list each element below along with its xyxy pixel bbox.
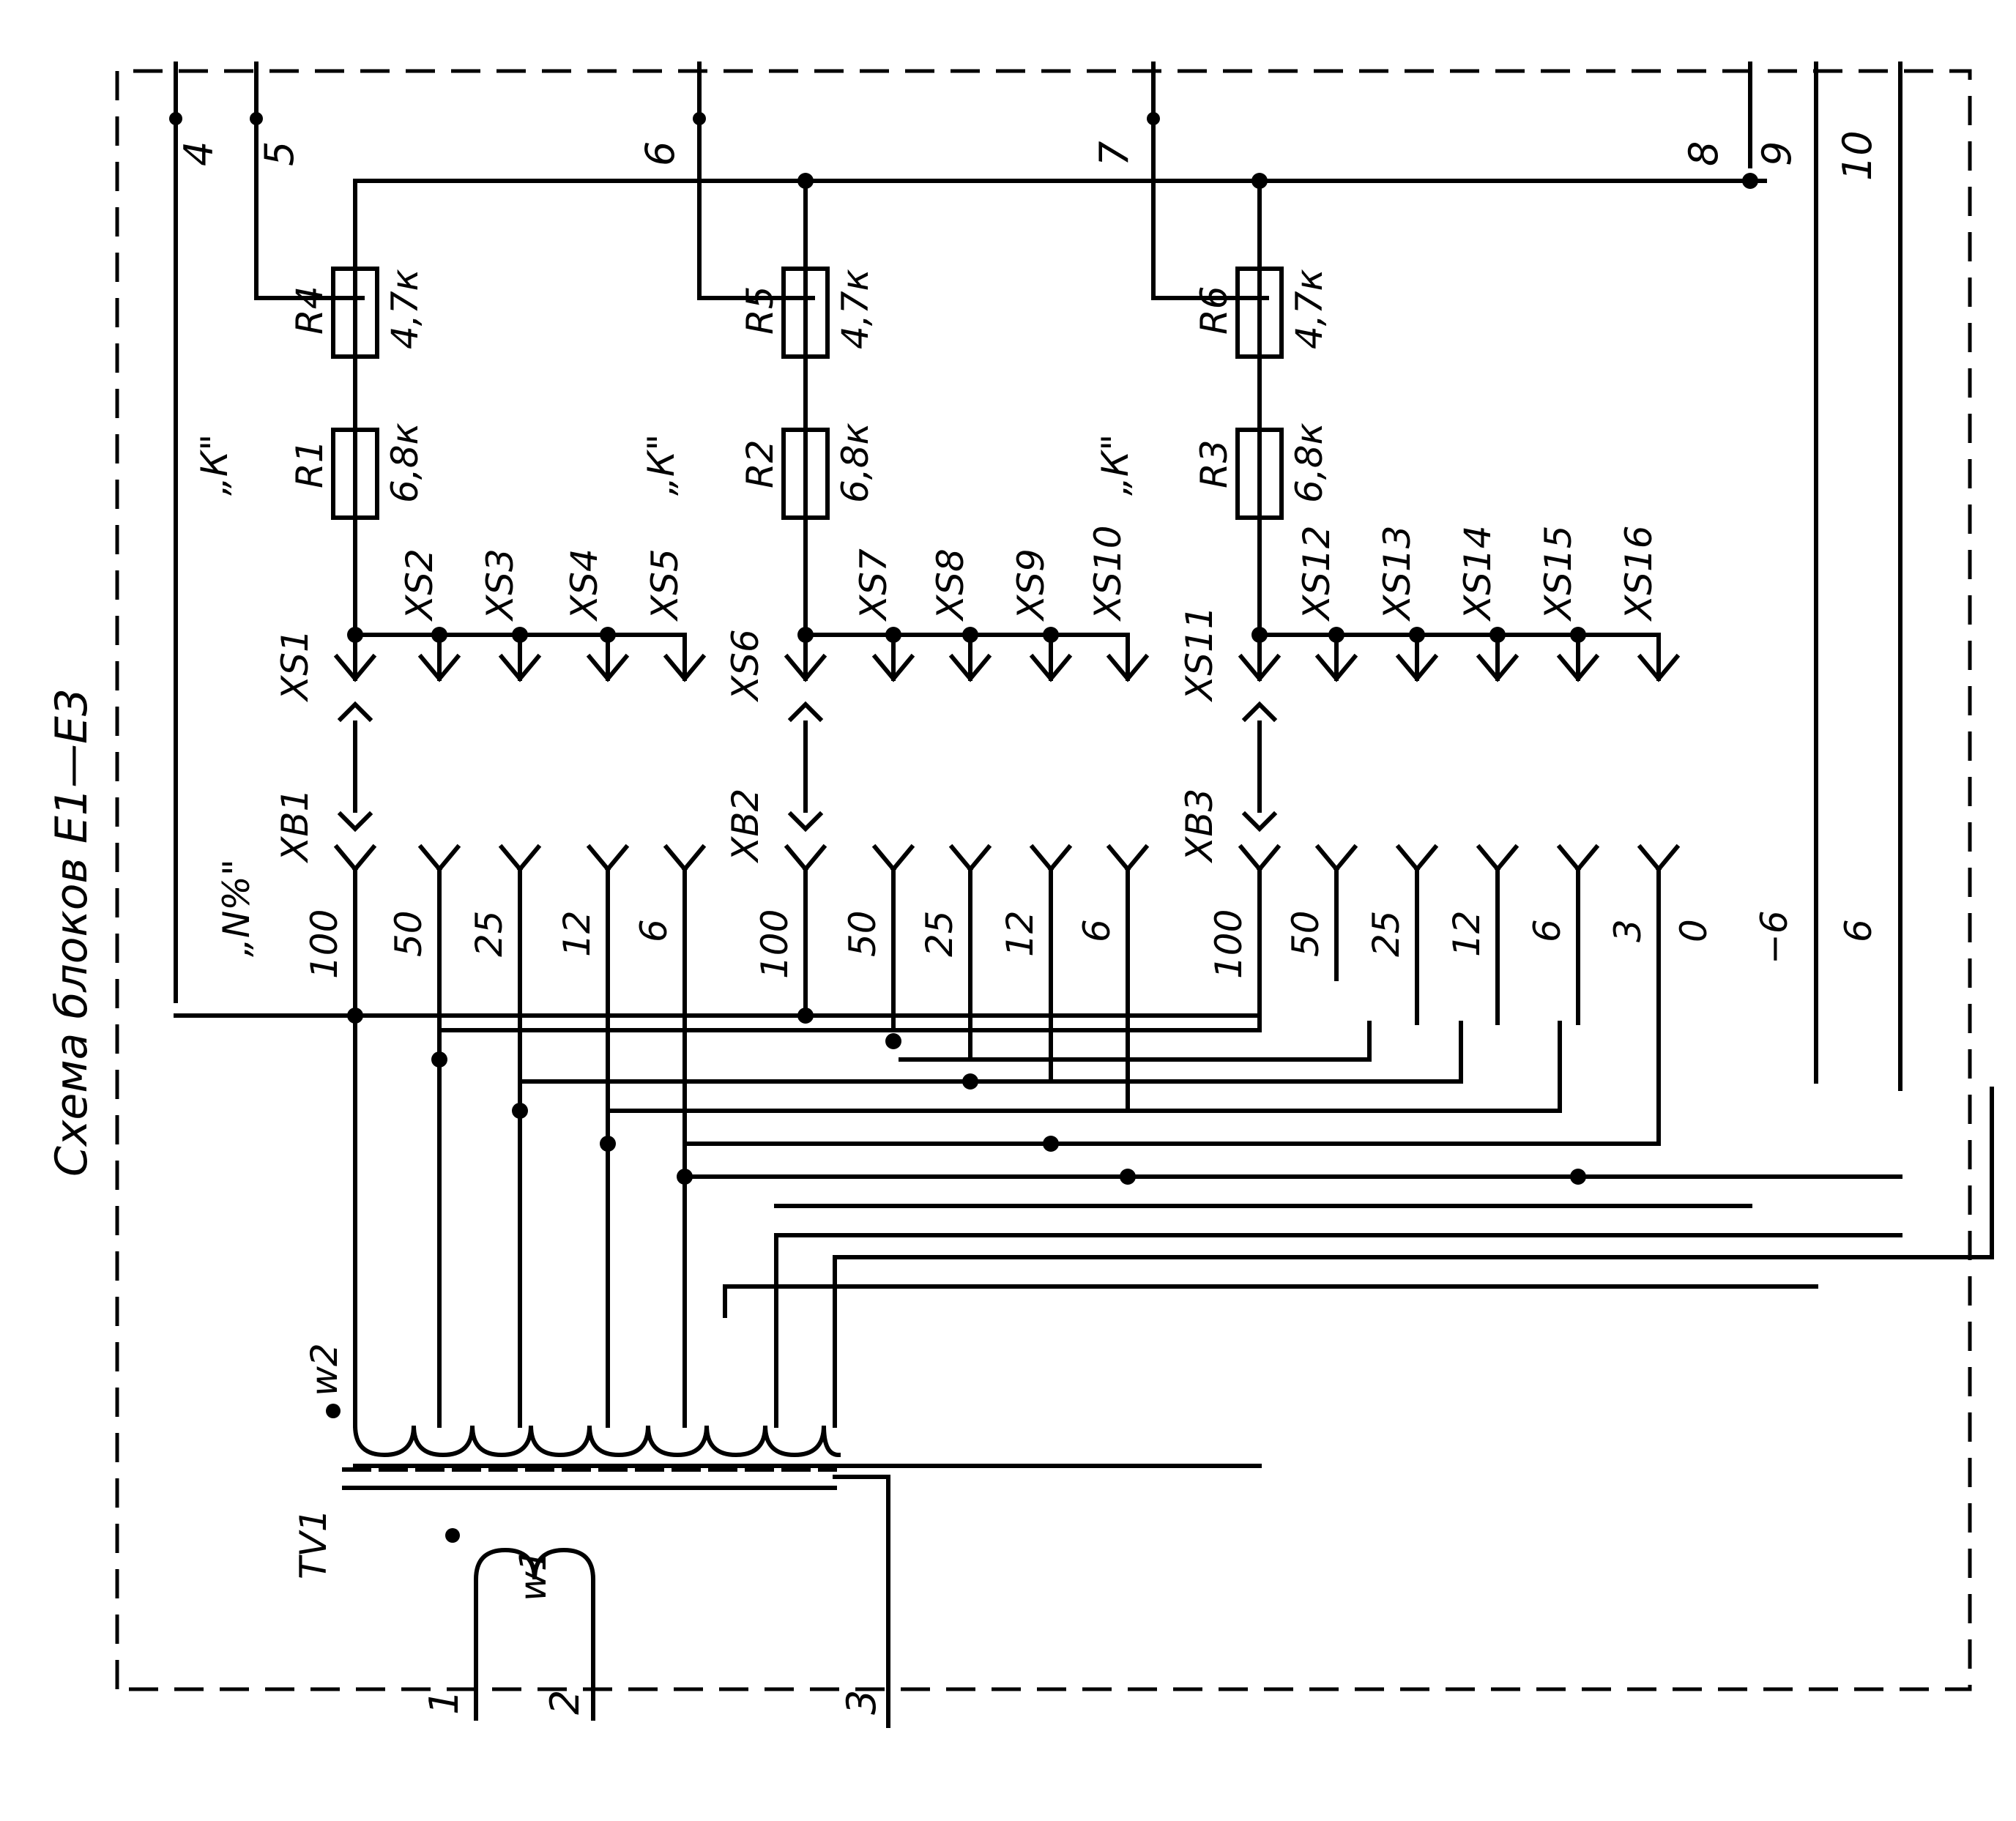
tap-label: 12: [999, 910, 1041, 957]
tap-label: 3: [1607, 919, 1649, 942]
tap-label: 50: [841, 910, 884, 957]
tap-label: −6: [1753, 910, 1796, 964]
terminal-4: 4: [176, 141, 222, 166]
socket-xs8-label: XS8: [929, 548, 972, 622]
resistor-r3-value: 6,8к: [1288, 422, 1331, 503]
resistor-r4-value: 4,7к: [384, 269, 426, 349]
terminal-1: 1: [421, 1690, 467, 1715]
socket-xs11-label: XS11: [1178, 606, 1221, 703]
resistor-r6-value: 4,7к: [1288, 269, 1331, 349]
plug-xb1-label: XB1: [274, 789, 316, 864]
socket-xs5-label: XS5: [644, 548, 686, 622]
tap-label: 12: [1446, 910, 1488, 957]
channel-block-3: [1151, 173, 1681, 873]
tap-label: 6: [1076, 919, 1118, 942]
terminal-5: 5: [256, 141, 302, 166]
block-enclosure: [115, 69, 1972, 1691]
socket-xs15-label: XS15: [1537, 525, 1580, 622]
mark-k-2: „К": [640, 434, 682, 496]
resistor-r1-value: 6,8к: [384, 422, 426, 503]
secondary-winding-label: w2: [303, 1343, 346, 1396]
channel-block-2: [697, 173, 1150, 873]
tap-label: 6: [1526, 919, 1569, 942]
socket-xs10-label: XS10: [1087, 525, 1129, 622]
primary-winding-label: w1: [512, 1548, 554, 1601]
resistor-r3-label: R3: [1193, 439, 1235, 488]
tap-label: 50: [1284, 910, 1327, 957]
socket-xs1-label: XS1: [274, 629, 316, 703]
tap-bus: [174, 977, 1994, 1468]
socket-xs13-label: XS13: [1376, 525, 1418, 622]
transformer-label: TV1: [292, 1508, 335, 1579]
tap-label: 25: [918, 910, 961, 957]
socket-xs14-label: XS14: [1457, 525, 1499, 622]
diagram-title: Схема блоков Е1—Е3: [46, 688, 97, 1177]
terminal-3: 3: [838, 1690, 885, 1715]
resistor-r5-label: R5: [739, 286, 781, 335]
socket-xs7-label: XS7: [852, 548, 895, 622]
resistor-r2-value: 6,8к: [834, 422, 877, 503]
terminal-10: 10: [1834, 130, 1881, 181]
terminal-9: 9: [1754, 141, 1800, 166]
socket-xs2-label: XS2: [398, 548, 441, 622]
plug-xb2-label: XB2: [724, 789, 767, 864]
tap-label: 0: [1673, 919, 1715, 942]
resistor-r4-label: R4: [289, 286, 331, 335]
socket-xs4-label: XS4: [563, 548, 606, 622]
resistor-r5-value: 4,7к: [834, 269, 877, 349]
tap-label: 6: [1837, 919, 1880, 942]
socket-xs6-label: XS6: [724, 629, 767, 703]
plug-xb3-label: XB3: [1178, 789, 1221, 864]
top-terminal-wires: [169, 62, 1902, 1091]
tap-label: 100: [1208, 909, 1250, 979]
resistor-r6-label: R6: [1193, 286, 1235, 335]
tap-wires: [353, 867, 1661, 1428]
channel-block-1: [254, 179, 1767, 873]
mark-k-3: „К": [1094, 434, 1137, 496]
tap-label: 6: [633, 919, 675, 942]
terminal-8: 8: [1681, 141, 1727, 166]
socket-xs12-label: XS12: [1295, 525, 1338, 622]
socket-xs9-label: XS9: [1010, 548, 1052, 622]
terminal-6: 6: [637, 141, 683, 166]
terminal-2: 2: [542, 1690, 588, 1715]
transformer-tv1: [326, 1404, 890, 1728]
tap-label: 25: [468, 910, 510, 957]
resistor-r2-label: R2: [739, 439, 781, 488]
terminal-7: 7: [1091, 141, 1137, 166]
tap-label: 100: [303, 909, 346, 979]
resistor-r1-label: R1: [289, 439, 331, 488]
bus-junctions: [347, 1008, 1586, 1185]
tap-label: 12: [556, 910, 598, 957]
tap-label: 25: [1365, 910, 1407, 957]
mark-n-percent: „N%": [215, 859, 258, 957]
tap-label: 100: [754, 909, 796, 979]
mark-k-1: „К": [193, 434, 236, 496]
tap-label: 50: [387, 910, 430, 957]
socket-xs3-label: XS3: [479, 548, 521, 622]
socket-xs16-label: XS16: [1618, 525, 1660, 622]
